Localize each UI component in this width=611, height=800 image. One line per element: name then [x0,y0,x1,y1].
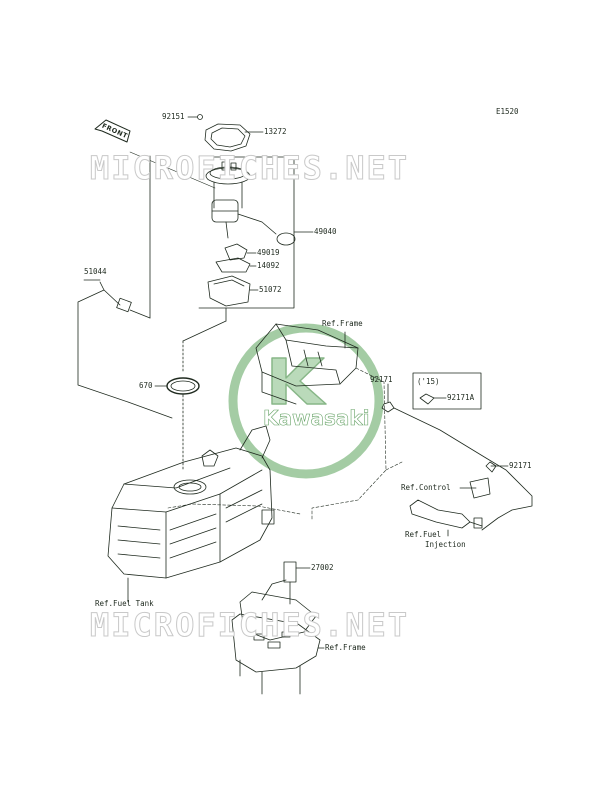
clamp-92171-icon [381,383,533,531]
ref-control: Ref.Control [401,483,451,492]
part-label-51072: 51072 [259,285,282,294]
fuel-injection-sensor-icon [409,499,483,537]
fuel-pump-49040-icon [205,161,296,246]
ref-frame-bottom: Ref.Frame [325,643,366,652]
kawasaki-wordmark: Kawasaki [263,406,370,430]
frame-lower-icon [231,579,325,695]
clamp-92171b-icon [485,461,509,473]
gasket-13272-icon [204,123,264,152]
ref-fuel-injection-line1: Ref.Fuel [405,530,442,539]
part-label-92171-upper: 92171 [370,375,393,384]
screw-92151-icon [187,114,203,120]
watermark-bottom: MICROFICHES.NET [90,606,409,644]
part-label-49019: 49019 [257,248,280,257]
cover-14092-icon [215,257,257,273]
hose-51044-icon [77,155,173,419]
ref-fuel-tank: Ref.Fuel Tank [95,599,154,608]
part-label-92171-lower: 92171 [509,461,532,470]
ref-fuel-injection-line2: Injection [425,540,466,549]
part-label-13272: 13272 [264,127,287,136]
part-label-92151: 92151 [162,112,185,121]
connector-27002-icon [283,561,311,605]
front-arrow-icon [94,119,131,143]
part-label-92171A: 92171A [447,393,475,402]
frame-dashed-outline [311,367,403,521]
o-ring-670-icon [154,377,200,471]
fuel-tank-icon [107,425,275,603]
part-label-670: 670 [139,381,153,390]
part-label-49040: 49040 [314,227,337,236]
part-label-year: ('15) [417,377,440,386]
clamp-92171A-icon [419,393,447,405]
control-bracket-icon [459,477,491,499]
part-label-14092: 14092 [257,261,280,270]
ref-frame-top: Ref.Frame [322,319,363,328]
year-detail-box [412,372,482,410]
part-label-27002: 27002 [311,563,334,572]
pump-group-bracket [198,156,295,309]
cup-51072-icon [207,275,259,307]
filter-49019-icon [224,243,257,261]
part-label-51044: 51044 [84,267,107,276]
diagram-code: E1520 [496,107,519,116]
kawasaki-logo [228,323,384,479]
watermark-top: MICROFICHES.NET [90,149,409,187]
